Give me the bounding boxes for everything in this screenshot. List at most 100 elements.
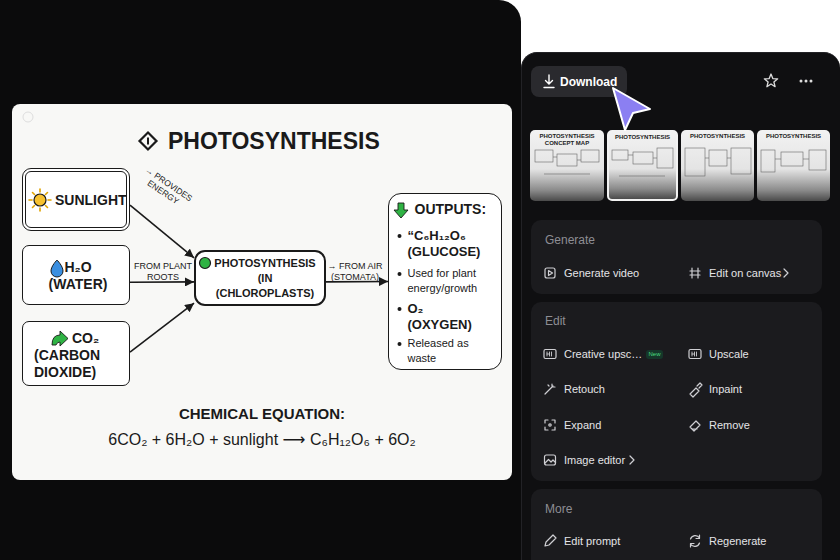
upscale-mark	[692, 352, 697, 356]
process-label: PHOTOSYNTHESIS (IN (CHLOROPLASTS)	[212, 256, 318, 301]
button-label: Download	[560, 75, 617, 89]
creative-upscale-icon	[544, 350, 556, 359]
retouch-icon	[545, 384, 555, 394]
sketch-line	[544, 157, 590, 174]
image-thumbnail: PHOTOSYNTHESIS	[681, 130, 754, 201]
edit-prompt-icon	[545, 535, 556, 546]
image-editor-icon	[545, 455, 556, 465]
edge-label: → FROM AIR (STOMATA)	[325, 261, 385, 283]
bullet	[398, 307, 402, 311]
diagram-title: PHOTOSYNTHESIS	[168, 127, 380, 155]
output-box: OUTPUTS: “C₆H₁₂O₆ (GLUCOSE) Used for plant…	[388, 193, 502, 370]
upscale-icon	[689, 350, 701, 359]
sketch-box	[685, 148, 705, 176]
input-box: CO₂ (CARBON DIOXIDE)	[22, 321, 130, 386]
menu-item: Edit prompt	[564, 534, 620, 548]
video-play	[549, 271, 553, 276]
creative-upscale-mark	[547, 352, 552, 356]
input-box: SUNLIGHT	[22, 168, 130, 231]
sketch-box	[709, 150, 727, 166]
chevron-icon	[784, 269, 788, 277]
chevron-icon	[630, 456, 634, 464]
diamond-bar	[147, 138, 149, 145]
thumbnail-sketch	[612, 148, 673, 176]
output-heading: OUTPUTS:	[415, 201, 487, 218]
input-box: H₂O (WATER)	[22, 245, 130, 305]
section-heading: Generate	[545, 233, 595, 247]
inpaint-icon	[690, 383, 702, 397]
favorite-star-icon	[764, 74, 777, 87]
download-icon	[544, 75, 554, 88]
menu-card: GenerateGenerate videoEdit on canvas	[531, 220, 822, 294]
menu-item: Retouch	[564, 382, 605, 396]
thumbnail-sketch	[535, 150, 599, 174]
remove-icon	[690, 421, 700, 431]
sketch-box	[581, 150, 599, 162]
menu-item: Expand	[564, 418, 601, 432]
output-item: O₂ (OXYGEN)	[408, 301, 486, 333]
sketch-box	[809, 150, 826, 170]
expand-dot	[549, 424, 551, 426]
download-button: Download	[531, 66, 627, 97]
menu-item: Image editor	[564, 453, 625, 467]
thumbnail-sketch	[761, 150, 826, 172]
process-dot-icon	[200, 258, 211, 269]
input-label: H₂O (WATER)	[42, 259, 114, 293]
menu-card: EditCreative upsc…UpscaleRetouchInpaintE…	[531, 302, 822, 481]
sketch-box	[535, 150, 553, 162]
bullet	[398, 234, 402, 238]
mouse-cursor	[613, 88, 650, 130]
title-diamond-icon	[140, 133, 157, 150]
video-icon	[545, 268, 555, 278]
process-box: PHOTOSYNTHESIS (IN (CHLOROPLASTS)	[194, 250, 326, 306]
input-label: CO₂ (CARBON DIOXIDE)	[34, 330, 114, 381]
sketch-box	[731, 148, 751, 174]
menu-item: Regenerate	[709, 534, 767, 548]
thumbnail-sketch	[685, 148, 751, 176]
thumbnail-title: PHOTOSYNTHESIS	[611, 134, 674, 141]
sketch-box	[557, 154, 577, 166]
thumbnail-title: PHOTOSYNTHESIS	[760, 133, 827, 140]
thumbnail-title: PHOTOSYNTHESIS CONCEPT MAP	[533, 133, 601, 147]
water-drop-icon	[51, 260, 63, 277]
flow-arrow	[130, 205, 194, 258]
edge-label: → PROVIDES ENERGY	[134, 162, 198, 214]
edge-label: FROM PLANT ROOTS	[132, 261, 194, 283]
chemical-equation: 6CO₂ + 6H₂O + sunlight ⟶ C₆H₁₂O₆ + 6O₂	[62, 430, 462, 450]
sketch-line	[619, 155, 665, 176]
sketch-box	[633, 152, 653, 164]
canvas-icon	[690, 268, 700, 278]
menu-item: Creative upsc…	[564, 347, 642, 361]
output-note: Used for plant energy/growth	[408, 266, 496, 296]
sketch-line	[705, 158, 731, 159]
flow-arrow	[130, 303, 194, 352]
expand-icon	[545, 420, 555, 430]
sun-disc	[34, 194, 46, 206]
menu-item: Generate video	[564, 266, 639, 280]
output-arrow-icon	[394, 203, 408, 218]
output-note: Released as waste	[408, 336, 496, 366]
equation-heading: CHEMICAL EQUATION:	[62, 404, 462, 424]
more-menu-icon	[800, 80, 813, 83]
menu-dot	[810, 80, 813, 83]
input-label: SUNLIGHT	[55, 192, 131, 209]
thumbnail-title: PHOTOSYNTHESIS	[684, 133, 751, 140]
bullet	[398, 342, 402, 346]
menu-item: Inpaint	[709, 382, 742, 396]
image-editor-mountain	[545, 460, 556, 464]
diamond-outline	[140, 133, 157, 150]
menu-card: MoreEdit promptRegenerate	[531, 489, 822, 560]
image-thumbnail: PHOTOSYNTHESIS	[607, 130, 678, 201]
menu-item: Upscale	[709, 347, 749, 361]
sketch-box	[781, 152, 803, 166]
sketch-box	[612, 150, 628, 160]
panel-icons	[544, 268, 788, 547]
badge-label: New	[646, 350, 663, 359]
output-item: “C₆H₁₂O₆ (GLUCOSE)	[408, 228, 496, 260]
sun-rays	[29, 189, 51, 211]
corner-mark	[23, 112, 33, 122]
